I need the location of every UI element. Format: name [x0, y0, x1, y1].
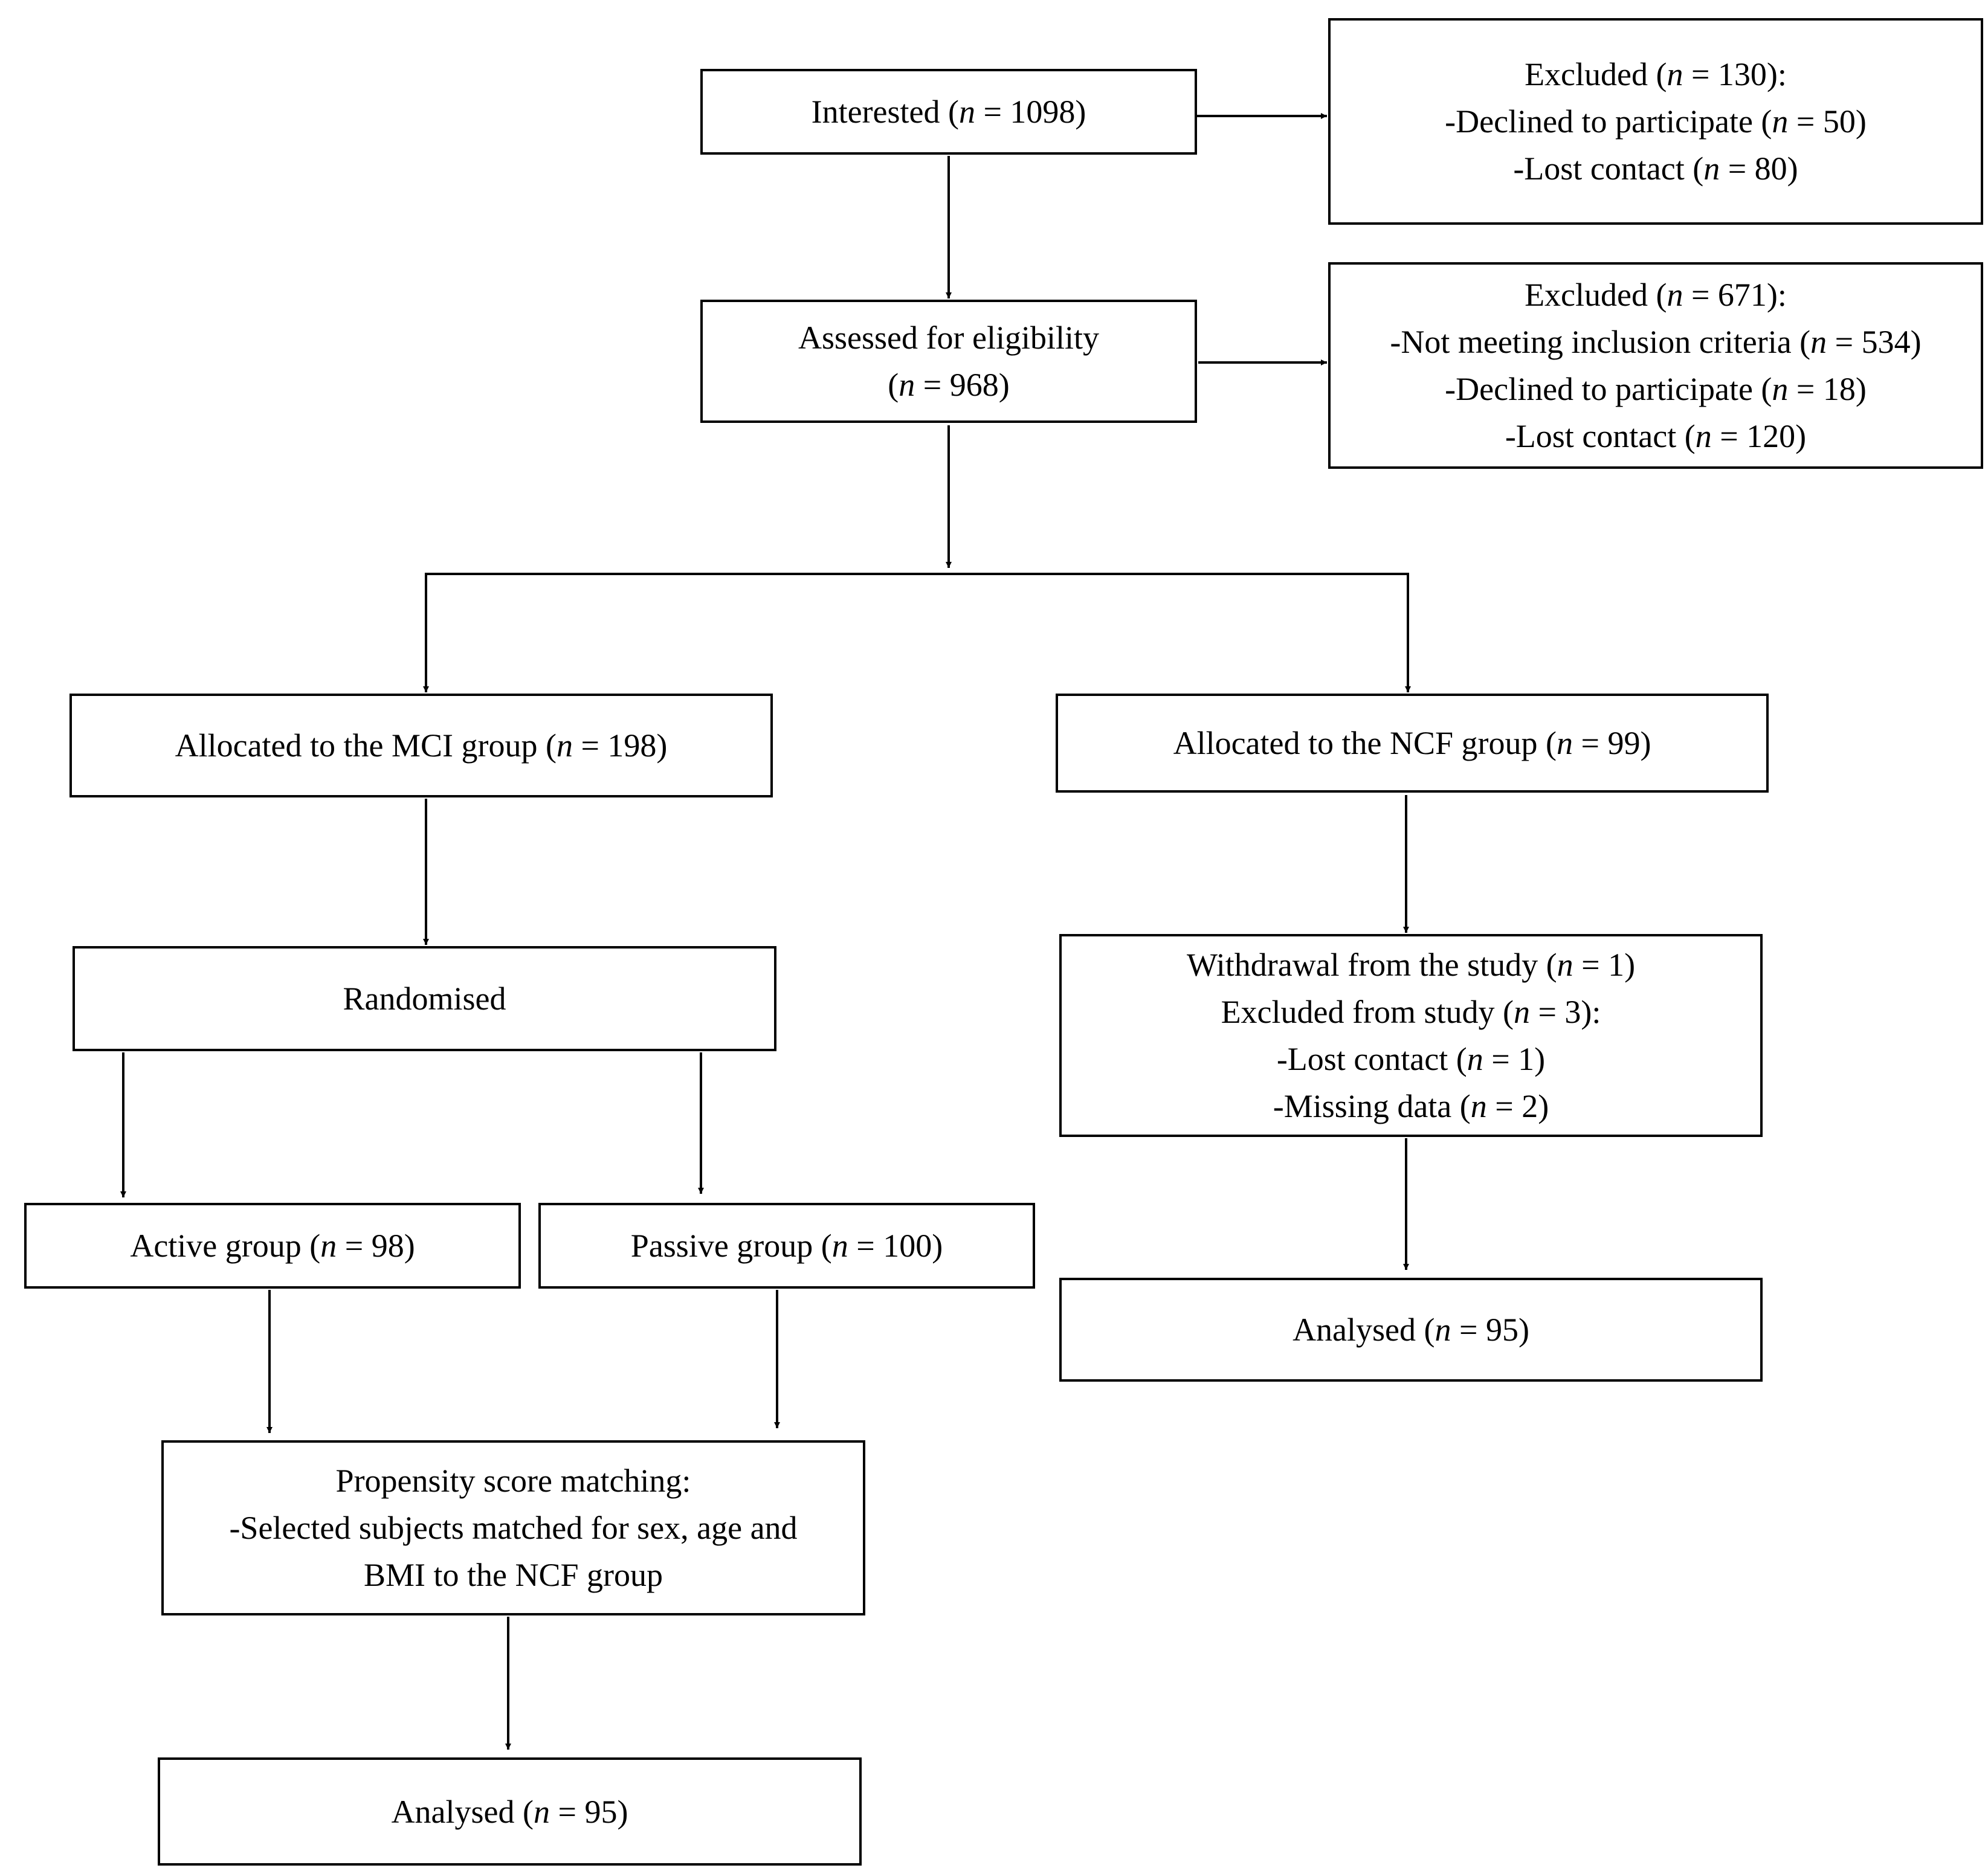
- excluded-box-1: Excluded (n = 130): -Declined to particip…: [1328, 18, 1983, 225]
- box-line: Withdrawal from the study (n = 1): [1186, 947, 1636, 983]
- box-line: Allocated to the MCI group (n = 198): [175, 727, 668, 764]
- box-line: -Lost contact (n = 120): [1505, 418, 1807, 454]
- box-line: -Lost contact (n = 1): [1276, 1041, 1546, 1077]
- box-line: -Declined to participate (n = 18): [1445, 371, 1867, 407]
- box-line: Excluded from study (n = 3):: [1221, 994, 1601, 1030]
- box-line: Allocated to the NCF group (n = 99): [1173, 725, 1651, 761]
- mci-group-box: Allocated to the MCI group (n = 198): [69, 694, 773, 797]
- propensity-matching-box: Propensity score matching: -Selected subj…: [161, 1440, 865, 1615]
- analysed-ncf-box: Analysed (n = 95): [1059, 1278, 1763, 1382]
- interested-box: Interested (n = 1098): [700, 69, 1197, 155]
- randomised-box: Randomised: [73, 946, 776, 1051]
- withdrawal-box: Withdrawal from the study (n = 1) Exclude…: [1059, 934, 1763, 1137]
- box-line: -Declined to participate (n = 50): [1445, 103, 1867, 140]
- box-line: Passive group (n = 100): [630, 1228, 943, 1264]
- passive-group-box: Passive group (n = 100): [538, 1203, 1035, 1289]
- box-line: Active group (n = 98): [130, 1228, 415, 1264]
- assessed-box: Assessed for eligibility (n = 968): [700, 300, 1197, 423]
- box-line: Interested (n = 1098): [811, 94, 1086, 130]
- active-group-box: Active group (n = 98): [24, 1203, 521, 1289]
- box-line: -Not meeting inclusion criteria (n = 534…: [1390, 324, 1922, 360]
- excluded-box-2: Excluded (n = 671): -Not meeting inclusio…: [1328, 262, 1983, 469]
- box-line: -Lost contact (n = 80): [1513, 150, 1798, 187]
- ncf-group-box: Allocated to the NCF group (n = 99): [1056, 694, 1769, 793]
- box-line: -Selected subjects matched for sex, age …: [229, 1510, 798, 1546]
- box-line: BMI to the NCF group: [363, 1557, 663, 1593]
- box-line: Randomised: [343, 981, 506, 1017]
- box-line: Excluded (n = 130):: [1525, 56, 1787, 92]
- box-line: Excluded (n = 671):: [1525, 277, 1787, 313]
- analysed-mci-box: Analysed (n = 95): [158, 1757, 862, 1866]
- box-line: Assessed for eligibility: [798, 320, 1099, 356]
- box-line: Analysed (n = 95): [391, 1793, 628, 1830]
- box-line: Analysed (n = 95): [1293, 1312, 1529, 1348]
- box-line: -Missing data (n = 2): [1273, 1088, 1549, 1124]
- box-line: (n = 968): [888, 367, 1010, 403]
- box-line: Propensity score matching:: [335, 1463, 691, 1499]
